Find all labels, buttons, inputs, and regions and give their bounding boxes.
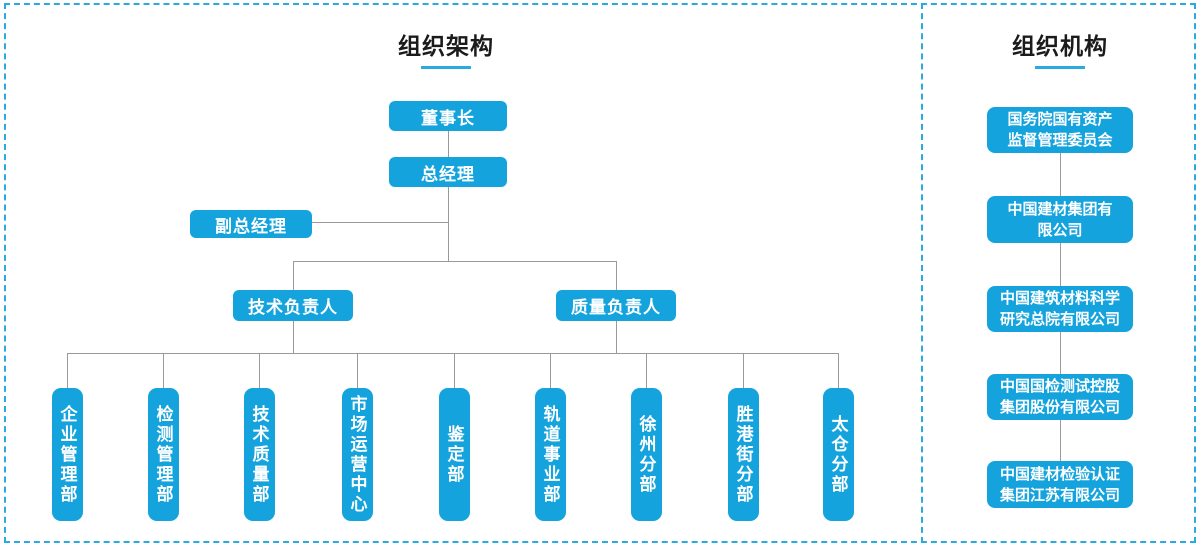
connector-line [616,321,617,353]
department-node: 鉴定部 [438,388,470,521]
department-node: 企业管理部 [51,388,83,521]
node-general-manager: 总经理 [389,157,507,187]
connector-line [163,353,164,388]
department-label: 徐州分部 [636,414,656,495]
department-node: 检测管理部 [147,388,179,521]
connector-line [838,353,839,388]
department-label: 企业管理部 [57,404,77,505]
institution-node: 中国国检测试控股 集团股份有限公司 [987,374,1133,420]
department-node: 徐州分部 [630,388,662,521]
department-label: 鉴定部 [444,424,464,485]
connector-line [259,353,260,388]
connector-line [67,353,68,388]
institution-node: 中国建材检验认证 集团江苏有限公司 [987,461,1133,508]
org-chart-title-underline [421,66,471,69]
org-institutions-title: 组织机构 [1012,33,1108,59]
connector-line [1060,243,1061,286]
dashed-panel-divider [921,3,923,543]
org-chart-title: 组织架构 [398,33,494,59]
org-institutions-title-underline [1035,66,1085,69]
department-node: 太仓分部 [822,388,854,521]
connector-line [312,222,448,223]
connector-line [550,353,551,388]
department-node: 轨道事业部 [534,388,566,521]
node-technical-lead: 技术负责人 [233,290,353,321]
connector-line [454,353,455,388]
connector-line [448,187,449,261]
institution-node: 国务院国有资产 监督管理委员会 [987,107,1133,153]
connector-line [1060,153,1061,196]
connector-line [293,321,294,353]
connector-line [743,353,744,388]
connector-line [67,353,838,354]
connector-line [293,261,294,290]
connector-line [1060,332,1061,374]
node-deputy-general-manager: 副总经理 [190,210,312,238]
department-label: 轨道事业部 [540,404,560,505]
connector-line [1060,420,1061,461]
institution-node: 中国建材集团有 限公司 [987,196,1133,243]
department-label: 检测管理部 [153,404,173,505]
node-chairman: 董事长 [389,101,507,131]
connector-line [616,261,617,290]
connector-line [357,353,358,388]
connector-line [293,261,617,262]
dashed-outer-border [4,3,1196,543]
department-node: 市场运营中心 [341,388,373,521]
connector-line [448,131,449,157]
department-node: 技术质量部 [243,388,275,521]
department-label: 胜港街分部 [733,404,753,505]
connector-line [646,353,647,388]
node-quality-lead: 质量负责人 [556,290,676,321]
department-label: 太仓分部 [828,414,848,495]
department-node: 胜港街分部 [727,388,759,521]
department-label: 技术质量部 [249,404,269,505]
institution-node: 中国建筑材料科学 研究总院有限公司 [987,286,1133,332]
department-label: 市场运营中心 [347,394,367,515]
